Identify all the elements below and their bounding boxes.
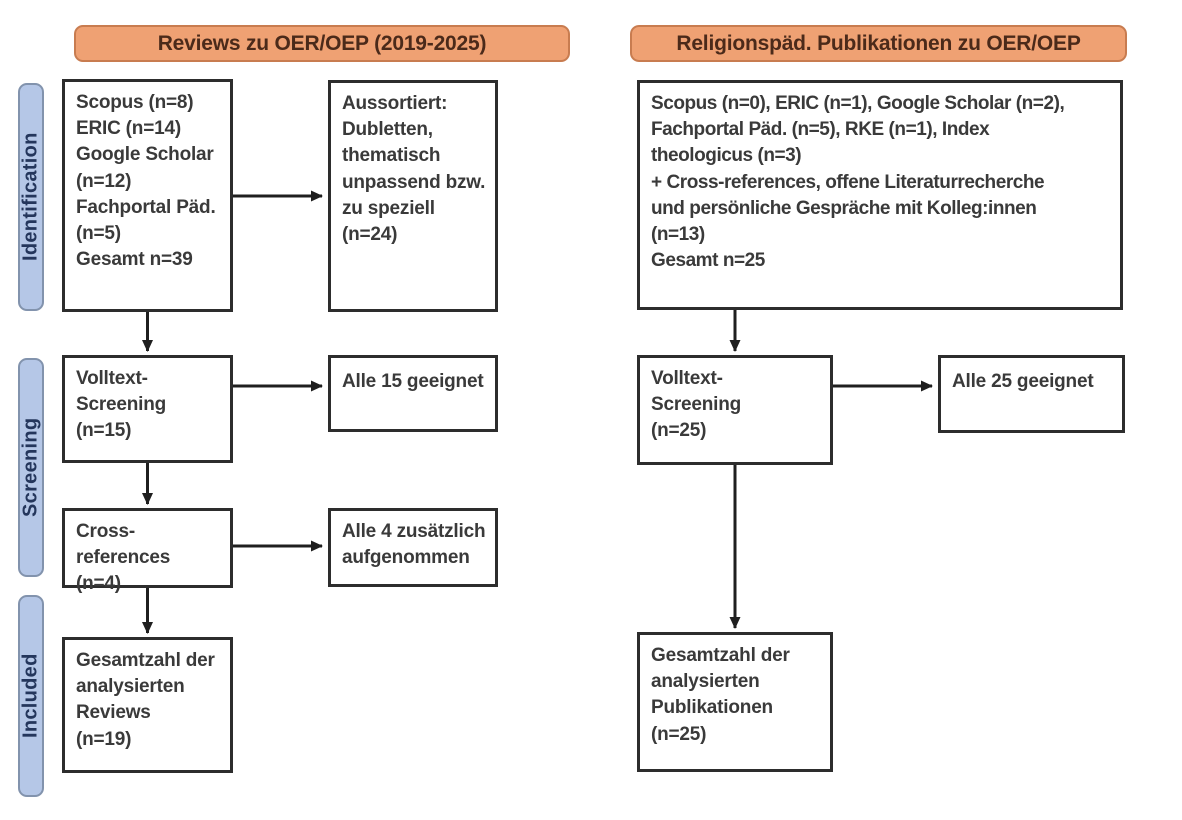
column-header-religionspaed: Religionspäd. Publikationen zu OER/OEP [630,25,1127,62]
stage-label-screening: Screening [18,358,44,577]
box-sources-religionspaed: Scopus (n=0), ERIC (n=1), Google Scholar… [637,80,1123,310]
column-header-reviews: Reviews zu OER/OEP (2019-2025) [74,25,570,62]
box-sources-reviews: Scopus (n=8) ERIC (n=14) Google Scholar … [62,79,233,312]
stage-label-identification: Identification [18,83,44,311]
box-included-reviews: Gesamtzahl der analysierten Reviews (n=1… [62,637,233,773]
box-crossreferences-reviews: Cross-references (n=4) [62,508,233,594]
stage-label-included: Included [18,595,44,797]
box-fulltext-screening-religionspaed: Volltext- Screening (n=25) [637,355,833,465]
box-eligible-reviews: Alle 15 geeignet [328,355,498,432]
box-excluded-reviews: Aussortiert: Dubletten, thematisch unpas… [328,80,498,312]
box-eligible-religionspaed: Alle 25 geeignet [938,355,1125,433]
box-included-religionspaed: Gesamtzahl der analysierten Publikatione… [637,632,833,772]
box-fulltext-screening-reviews: Volltext- Screening (n=15) [62,355,233,463]
box-crossreferences-added: Alle 4 zusätzlich aufgenommen [328,508,498,587]
